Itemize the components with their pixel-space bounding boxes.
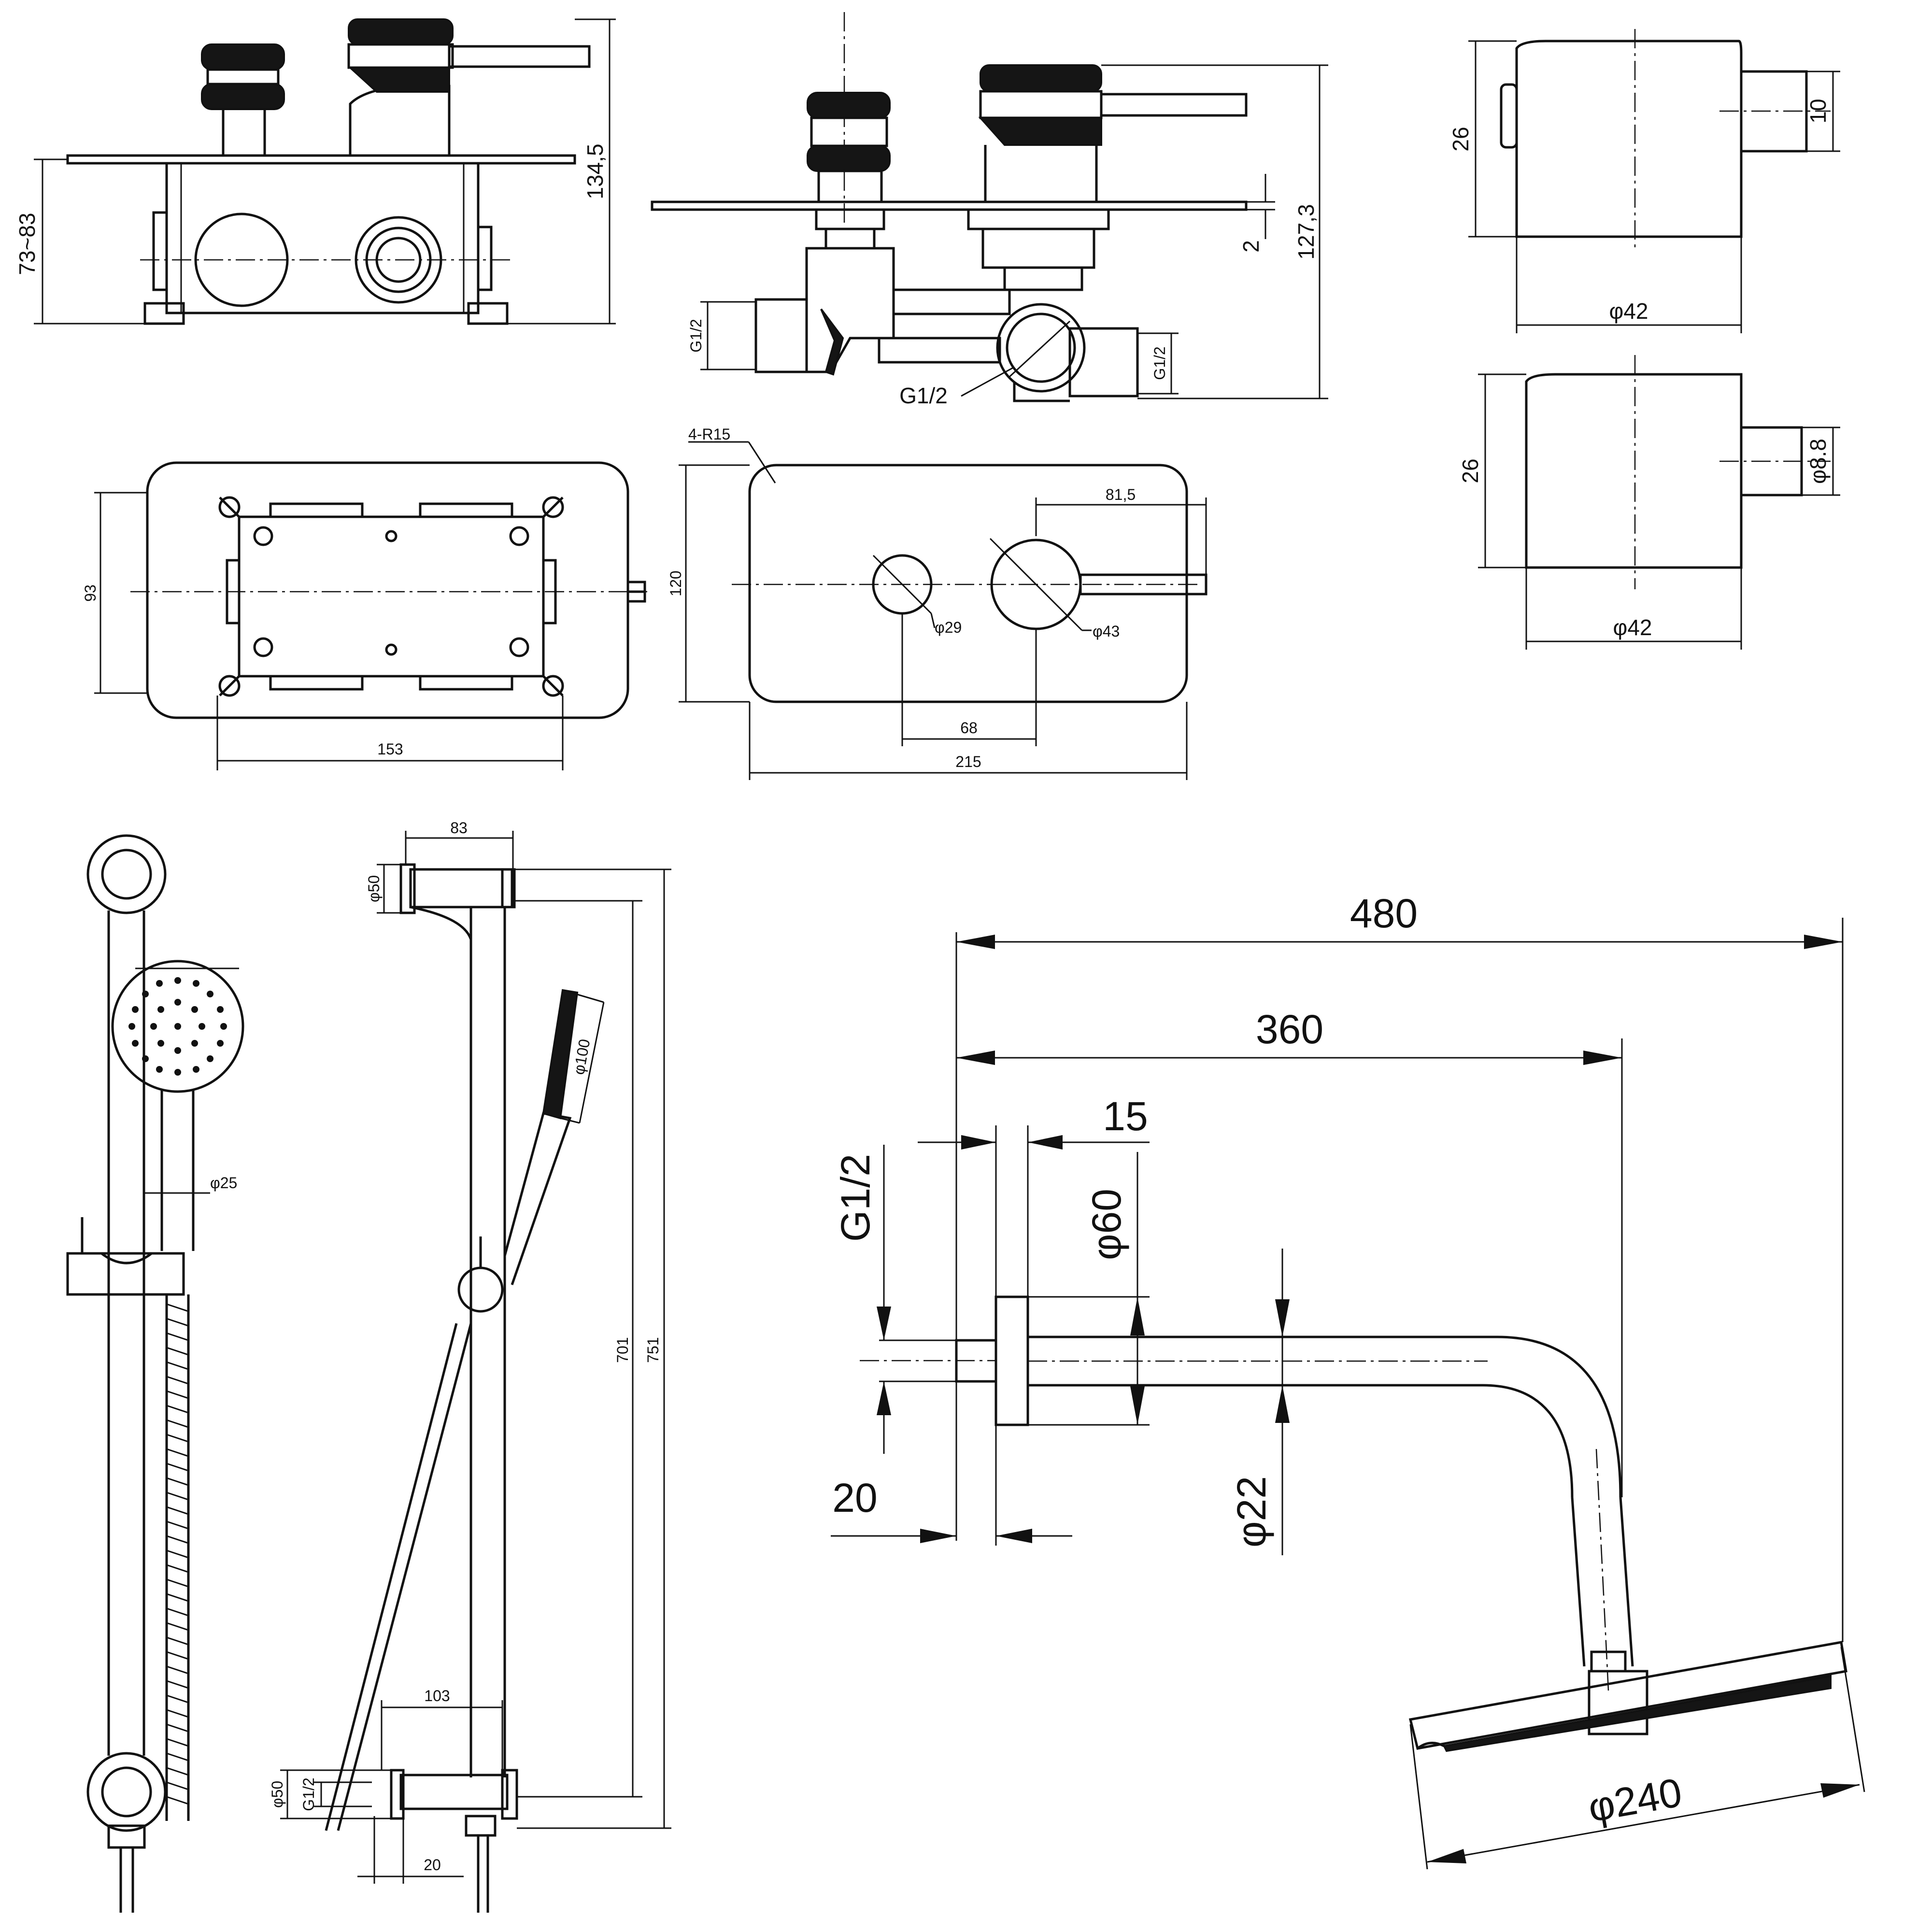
mixer-box-width-label: 153 — [377, 740, 403, 758]
mixer-front-total-height-label: 134,5 — [582, 143, 608, 199]
wall-outlet-nipple-label: 10 — [1805, 99, 1831, 123]
faceplate-view: 4-R15 120 81,5 φ29 φ43 68 215 — [667, 426, 1208, 780]
wall-elbow-view: 26 φ8.8 φ42 — [1458, 355, 1840, 650]
mixer-front-view: 73~83 134,5 — [14, 18, 616, 325]
mixer-box-height-label: 93 — [82, 584, 99, 602]
shower-arm-flange-label: 15 — [1103, 1094, 1148, 1139]
faceplate-height-label: 120 — [667, 570, 684, 596]
wall-elbow-nipple-label: φ8.8 — [1805, 439, 1831, 484]
rail-side-bottom-diameter-label: φ50 — [269, 1781, 286, 1808]
wall-elbow-height-label: 26 — [1458, 458, 1483, 483]
shower-arm-view: 480 360 15 G1/2 φ60 φ22 — [831, 891, 1865, 1870]
rail-side-bracket-depth-label: 83 — [450, 819, 468, 837]
mixer-side-thread-right-label: G1/2 — [1151, 346, 1168, 380]
rail-side-inner-length-label: 701 — [614, 1337, 631, 1363]
rail-side-lower-offset-label: 20 — [424, 1856, 441, 1874]
shower-arm-thread-length-label: 20 — [832, 1475, 877, 1520]
rail-side-total-length-label: 751 — [644, 1337, 662, 1363]
mixer-side-total-height-label: 127,3 — [1293, 204, 1319, 259]
faceplate-small-diameter-label: φ29 — [935, 619, 962, 636]
shower-arm-total-length-label: 480 — [1350, 891, 1418, 936]
faceplate-spacing-label: 68 — [960, 719, 978, 737]
mixer-side-thread-bottom-label: G1/2 — [899, 383, 948, 408]
mixer-box-view: 93 153 — [82, 461, 647, 770]
mixer-front-height-range-label: 73~83 — [14, 213, 40, 275]
rail-side-view: 83 φ50 φ100 701 751 103 φ50 G1/2 — [269, 819, 671, 1913]
shower-arm-thread-label: G1/2 — [833, 1154, 878, 1242]
shower-arm-flange-diameter-label: φ60 — [1084, 1189, 1129, 1260]
mixer-side-thread-left-label: G1/2 — [687, 319, 705, 352]
faceplate-corner-radius-label: 4-R15 — [688, 426, 730, 443]
mixer-side-view: G1/2 G1/2 G1/2 2 127,3 — [651, 12, 1328, 408]
mixer-side-plate-label: 2 — [1238, 240, 1264, 253]
faceplate-lever-length-label: 81,5 — [1106, 486, 1136, 503]
rail-side-top-diameter-label: φ50 — [365, 875, 383, 902]
rail-front-view: φ25 — [66, 834, 244, 1913]
wall-elbow-diameter-label: φ42 — [1613, 615, 1652, 640]
shower-arm-arm-length-label: 360 — [1256, 1007, 1323, 1052]
wall-outlet-height-label: 26 — [1448, 127, 1473, 151]
wall-outlet-view: 26 10 φ42 — [1448, 29, 1840, 333]
wall-outlet-diameter-label: φ42 — [1609, 298, 1648, 324]
faceplate-width-label: 215 — [955, 753, 981, 770]
shower-arm-pipe-diameter-label: φ22 — [1229, 1476, 1274, 1548]
rail-side-lower-depth-label: 103 — [424, 1687, 450, 1705]
rail-front-handle-diameter-label: φ25 — [210, 1174, 237, 1192]
faceplate-large-diameter-label: φ43 — [1093, 623, 1120, 640]
rail-side-thread-label: G1/2 — [300, 1777, 317, 1811]
shower-arm-head-diameter-label: φ240 — [1585, 1769, 1685, 1830]
